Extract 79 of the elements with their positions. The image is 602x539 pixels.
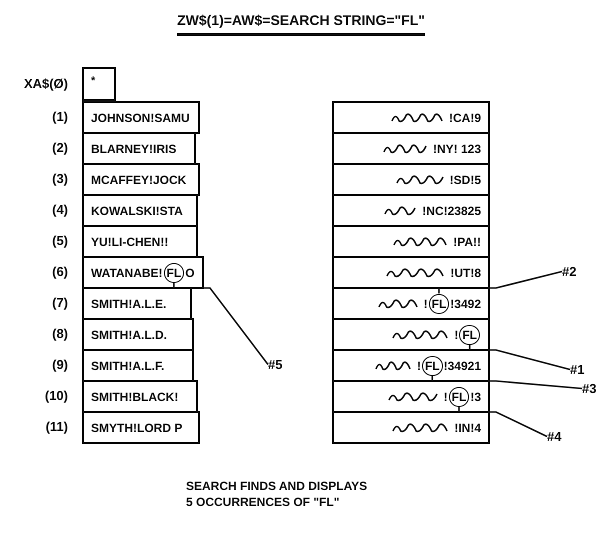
string-cell [82, 318, 194, 351]
row-index: (7) [51, 295, 68, 310]
string-cell [332, 163, 490, 196]
string-cell [332, 287, 490, 320]
string-cell [332, 132, 490, 165]
cell-text: ! [424, 296, 428, 310]
string-cell [82, 163, 200, 196]
circled-text: FL [459, 324, 480, 344]
cell-text: SMITH!A.L.F. [91, 358, 164, 372]
leader-line [468, 344, 570, 370]
row-index: (10) [44, 388, 68, 403]
string-cell [332, 411, 490, 444]
cell-text: WATANABE! [91, 266, 163, 280]
circled-text: FL [164, 262, 184, 282]
cell-text: SMITH!BLACK! [91, 390, 178, 404]
row-index: (11) [44, 419, 68, 434]
string-cell [332, 101, 490, 134]
string-cell [82, 67, 116, 101]
cell-text: ! [416, 358, 421, 372]
cell-text: SMITH!A.L.D. [91, 328, 167, 342]
string-cell [82, 194, 198, 227]
row-index: (8) [51, 326, 68, 341]
caption: SEARCH FINDS AND DISPLAYS 5 OCCURRENCES OF "FL" [186, 478, 368, 510]
cell-text: ! [454, 328, 458, 342]
cell-text: !UT!8 [450, 266, 481, 280]
string-cell [332, 318, 490, 351]
row-index: (1) [51, 109, 68, 124]
row-index: (3) [51, 171, 68, 186]
leader-line [458, 406, 548, 438]
callout-number: #4 [547, 429, 562, 444]
string-cell [82, 101, 200, 134]
row-index: (9) [51, 357, 68, 372]
string-cell [82, 287, 192, 320]
cell-text: !NY! 123 [432, 142, 481, 156]
string-cell [82, 349, 194, 382]
row-index: XA$(Ø) [22, 76, 68, 91]
cell-text: * [91, 75, 96, 87]
cell-text: !SD!5 [450, 172, 481, 186]
string-cell [82, 132, 196, 165]
cell-text: O [185, 266, 195, 280]
row-index: (6) [51, 264, 68, 279]
string-cell [82, 380, 198, 413]
title: ZW$(1)=AW$=SEARCH STRING="FL" [177, 12, 425, 36]
string-cell [332, 225, 490, 258]
row-index: (5) [51, 233, 68, 248]
cell-text: SMITH!A.L.E. [91, 296, 166, 310]
callout-number: #2 [562, 264, 576, 279]
cell-text: ! [444, 390, 448, 404]
leader-line [173, 282, 269, 365]
cell-text: MCAFFEY!JOCK [91, 172, 186, 186]
leader-line [438, 270, 562, 294]
cell-text: !NC!23825 [422, 204, 481, 218]
circled-text: FL [448, 386, 470, 406]
cell-text: KOWALSKI!STA [91, 204, 183, 218]
circled-text: FL [428, 294, 450, 314]
string-cell [332, 380, 490, 413]
cell-text: !3492 [450, 296, 481, 310]
row-index: (2) [51, 140, 68, 155]
string-cell [332, 256, 490, 289]
cell-text: !PA!! [453, 234, 481, 248]
cell-text: SMYTH!LORD P [91, 420, 182, 434]
callout-number: #5 [268, 357, 282, 372]
callout-number: #1 [570, 362, 584, 377]
circled-text: FL [422, 356, 443, 376]
cell-text: BLARNEY!IRIS [91, 142, 176, 156]
cell-text: !CA!9 [449, 110, 481, 124]
string-cell [82, 225, 198, 258]
cell-text: !34921 [444, 358, 481, 372]
cell-text: !3 [470, 390, 481, 404]
callout-number: #3 [582, 381, 596, 396]
string-cell [332, 349, 490, 382]
cell-text: !IN!4 [454, 420, 481, 434]
cell-text: YU!LI-CHEN!! [91, 234, 168, 248]
leader-line [432, 376, 582, 390]
string-cell [332, 194, 490, 227]
string-cell [82, 411, 200, 444]
string-cell [82, 256, 204, 289]
cell-text: JOHNSON!SAMU [91, 110, 190, 124]
row-index: (4) [51, 202, 68, 217]
